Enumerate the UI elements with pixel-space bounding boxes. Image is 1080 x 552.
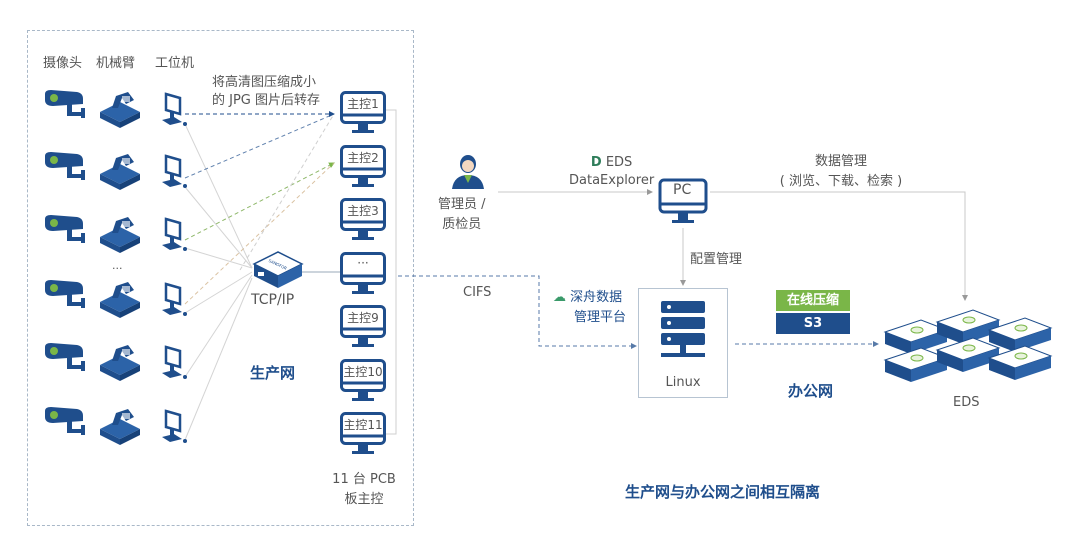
compress-note: 将高清图压缩成小 的 JPG 图片后转存: [212, 75, 321, 108]
workstation-icon: [162, 154, 187, 188]
switch-icon: SANGFOR: [252, 251, 304, 288]
robot-arm-icon: [100, 92, 140, 128]
header-robot-arm: 机械臂: [96, 56, 136, 71]
monitor-icon: [340, 91, 386, 133]
pc-monitor: [658, 178, 708, 230]
workstation-icon: [162, 409, 187, 443]
controller-label: 主控2: [347, 151, 379, 165]
compress-arrow-5: [239, 113, 335, 271]
network-switch: SANGFOR: [250, 250, 304, 294]
monitor-icon: [340, 198, 386, 240]
platform-logo-icon: ☁: [553, 290, 566, 305]
controller-label: 主控11: [343, 418, 383, 432]
pcb-controller: ···: [340, 252, 386, 298]
pcb-controller: 主控11: [340, 412, 386, 458]
robot-arm-icon: [100, 154, 140, 190]
admin-label: 管理员 / 质检员: [438, 197, 486, 232]
s3-badge: S3: [776, 313, 850, 334]
server-label: Linux: [665, 375, 701, 390]
controller-label: 主控3: [347, 204, 379, 218]
workstation-icon: [162, 217, 187, 251]
pc-label: PC: [673, 182, 692, 198]
monitor-icon: [340, 359, 386, 401]
compress-arrow-3: [184, 162, 335, 241]
robot-arm-icon: [100, 409, 140, 445]
monitor-icon: [340, 252, 386, 294]
pcb-controller: 主控10: [340, 359, 386, 405]
monitor-icon: [340, 145, 386, 187]
server-icon: [661, 301, 705, 357]
camera-icon: [45, 152, 85, 180]
header-workstation: 工位机: [155, 56, 195, 71]
admin-user: [450, 153, 486, 193]
office-network-title: 办公网: [788, 382, 834, 400]
camera-icon: [45, 280, 85, 308]
platform-label: ☁ 深舟数据 管理平台: [553, 290, 627, 325]
monitor-icon: [340, 412, 386, 454]
camera-icon: [45, 407, 85, 435]
controllers-caption: 11 台 PCB 板主控: [332, 472, 396, 507]
controller-label: 主控1: [347, 97, 379, 111]
online-compress-badge: 在线压缩: [776, 290, 850, 311]
compress-arrow-4: [184, 162, 335, 305]
storage-servers-icon: [883, 309, 1053, 382]
isolation-footer: 生产网与办公网之间相互隔离: [625, 483, 821, 501]
robot-arm-icon: [100, 345, 140, 381]
data-management-label: 数据管理 ( 浏览、下载、检索 ): [779, 154, 903, 189]
config-management-label: 配置管理: [690, 252, 743, 267]
monitor-icon: [658, 178, 708, 223]
production-network-zone: [27, 30, 414, 526]
workstation-icon: [162, 282, 187, 316]
monitor-icon: [340, 305, 386, 347]
pcb-controller: 主控1: [340, 91, 386, 137]
user-icon: [452, 155, 484, 189]
production-network-title: 生产网: [250, 364, 296, 382]
dataexplorer-logo-icon: D: [590, 155, 602, 170]
pcb-controller: 主控2: [340, 145, 386, 191]
controller-label: ···: [357, 256, 369, 270]
switch-label: TCP/IP: [251, 292, 295, 308]
robot-arm-icon: [100, 217, 140, 253]
rows-ellipsis: ···: [112, 262, 123, 275]
header-camera: 摄像头: [43, 56, 83, 71]
cifs-label: CIFS: [463, 285, 492, 300]
camera-icon: [45, 343, 85, 371]
eds-dataexplorer-label: D EDS DataExplorer: [569, 155, 655, 188]
camera-icon: [45, 90, 85, 118]
eds-label: EDS: [953, 395, 980, 410]
controller-label: 主控10: [343, 365, 383, 379]
eds-storage-cluster: [883, 300, 1055, 394]
workstation-icon: [162, 345, 187, 379]
workstation-switch-links: [184, 123, 253, 441]
compress-arrow-2: [184, 113, 335, 179]
workstation-icon: [162, 92, 187, 126]
robot-arm-icon: [100, 282, 140, 318]
controller-label: 主控9: [347, 311, 379, 325]
linux-server-box: Linux: [638, 288, 728, 398]
camera-icon: [45, 215, 85, 243]
pcb-controller: 主控3: [340, 198, 386, 244]
pcb-controller: 主控9: [340, 305, 386, 351]
